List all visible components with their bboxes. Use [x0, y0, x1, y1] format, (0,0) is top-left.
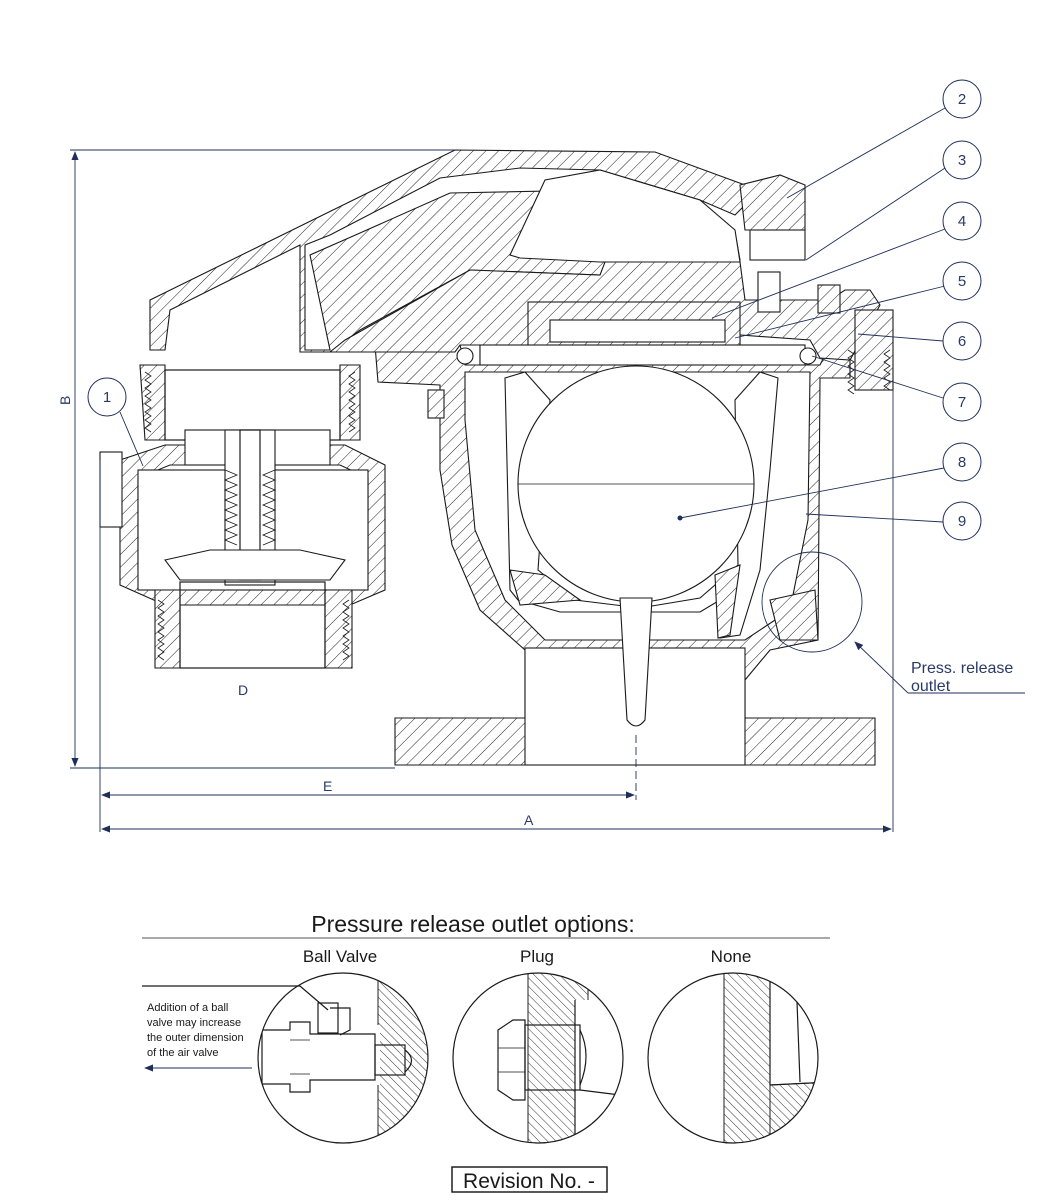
callout-line2: outlet: [911, 678, 951, 695]
dimensions: B E A D: [57, 149, 894, 833]
ball-valve-note-3: the outer dimension: [147, 1032, 244, 1044]
dim-a-label: A: [524, 812, 534, 828]
float-tail: [619, 597, 653, 727]
spring: [223, 469, 277, 546]
dim-d-label: D: [238, 682, 248, 698]
balloon-2-label: 2: [958, 91, 966, 108]
disc-seat: [164, 549, 346, 581]
seal-plate: [479, 344, 806, 366]
option-plug-detail: [452, 972, 624, 1144]
options-title: Pressure release outlet options:: [311, 911, 634, 937]
balloon-3-label: 3: [958, 152, 966, 169]
bolt-pin: [757, 271, 781, 313]
balloon-6: [942, 321, 982, 361]
balloon-1-label: 1: [103, 389, 111, 406]
left-neck: [139, 364, 166, 441]
guide-foot-left: [509, 569, 582, 606]
balloon-4: [942, 201, 982, 241]
press-release-detail-circle: [761, 551, 863, 653]
balloon-3: [942, 140, 982, 180]
balloon-1: [87, 377, 127, 417]
callout-line1: Press. release: [911, 660, 1013, 677]
option-ball-valve-label: Ball Valve: [303, 947, 377, 966]
balloon-5: [942, 261, 982, 301]
leader-3: [805, 167, 946, 261]
bolt-head: [739, 174, 806, 231]
balloon-7-label: 7: [958, 394, 966, 411]
ball-valve-handle: [142, 985, 329, 1011]
threads-bottom: [157, 599, 350, 661]
body-plug: [427, 389, 445, 419]
leader-4: [711, 228, 946, 319]
balloon-2: [942, 79, 982, 119]
option-none-detail: [647, 972, 819, 1144]
dim-e-label: E: [323, 778, 332, 794]
balloon-9-label: 9: [958, 513, 966, 530]
leader-8-dot: [677, 515, 683, 521]
orifice-insert: [549, 319, 726, 343]
side-fitting: [854, 309, 894, 391]
ball-valve-note-2: valve may increase: [147, 1017, 241, 1029]
leader-7: [811, 355, 944, 399]
balloon-9: [942, 501, 982, 541]
balloon-4-label: 4: [958, 213, 966, 230]
float-guide-cap: [509, 169, 741, 263]
bolt-shank: [749, 229, 806, 261]
balloon-6-label: 6: [958, 333, 966, 350]
ball-valve-note-4: of the air valve: [147, 1047, 219, 1059]
fitting-threads: [847, 349, 891, 395]
option-plug-label: Plug: [520, 947, 554, 966]
ball-valve-note-1: Addition of a ball: [147, 1002, 228, 1014]
option-ball-valve-detail: Addition of a ball valve may increase th…: [142, 972, 429, 1144]
leader-2: [786, 107, 946, 199]
balloon-8: [942, 442, 982, 482]
o-ring-left: [456, 347, 474, 365]
guide-foot-right: [714, 564, 741, 639]
revision-text: Revision No. -: [463, 1170, 595, 1193]
leader-1: [119, 411, 144, 467]
nut: [817, 284, 841, 314]
leader-6: [857, 333, 944, 342]
leader-9: [805, 513, 944, 523]
threads-left: [144, 371, 356, 433]
balloon-5-label: 5: [958, 273, 966, 290]
options-section: Pressure release outlet options: Ball Va…: [142, 911, 830, 1144]
option-none-label: None: [711, 947, 752, 966]
balloon-7: [942, 382, 982, 422]
check-valve-cap: [99, 451, 123, 528]
balloons: 1 2 3 4 5 6 7 8 9 Press: [87, 79, 1025, 695]
dim-b-label: B: [57, 396, 73, 405]
callout-leader: [854, 641, 909, 694]
lower-nipple-bore: [179, 581, 326, 669]
o-ring-right: [799, 347, 817, 365]
balloon-8-label: 8: [958, 454, 966, 471]
revision-box: Revision No. -: [451, 1166, 608, 1193]
leader-5: [734, 285, 946, 339]
outlet-wall: [769, 589, 819, 641]
leader-8: [679, 467, 945, 519]
valve-section-view: [99, 149, 894, 800]
